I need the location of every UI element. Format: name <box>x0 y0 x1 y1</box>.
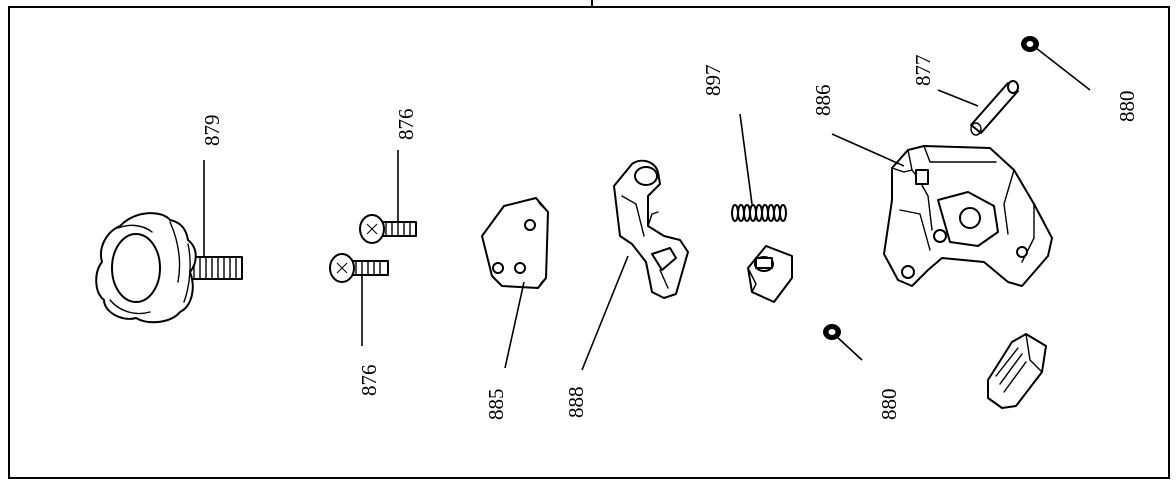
part-screw-upper-876 <box>359 214 417 244</box>
label-879: 879 <box>200 115 224 147</box>
label-886: 886 <box>811 85 835 117</box>
part-lever-888 <box>613 159 689 299</box>
diagram-frame <box>8 6 1170 479</box>
part-housing-886 <box>883 145 1053 287</box>
part-plate-885 <box>481 197 549 289</box>
part-spring-897 <box>731 204 787 222</box>
label-885: 885 <box>484 389 508 421</box>
label-876-upper: 876 <box>394 109 418 141</box>
part-washer-top-880 <box>1021 36 1039 52</box>
label-888: 888 <box>564 387 588 419</box>
part-pin-877 <box>970 80 1019 136</box>
leader-lines <box>203 47 1091 371</box>
part-screw-lower-876 <box>329 253 389 283</box>
label-876-lower: 876 <box>357 365 381 397</box>
label-880-bottom: 880 <box>877 389 901 421</box>
label-877: 877 <box>911 55 935 87</box>
part-pad-nut <box>747 245 793 303</box>
part-end-cap <box>987 333 1047 409</box>
label-897: 897 <box>701 65 725 97</box>
callout-labels: 879 876 876 885 888 897 886 877 880 880 <box>200 55 1139 421</box>
part-knob-879 <box>95 212 243 324</box>
label-880-top: 880 <box>1115 91 1139 123</box>
